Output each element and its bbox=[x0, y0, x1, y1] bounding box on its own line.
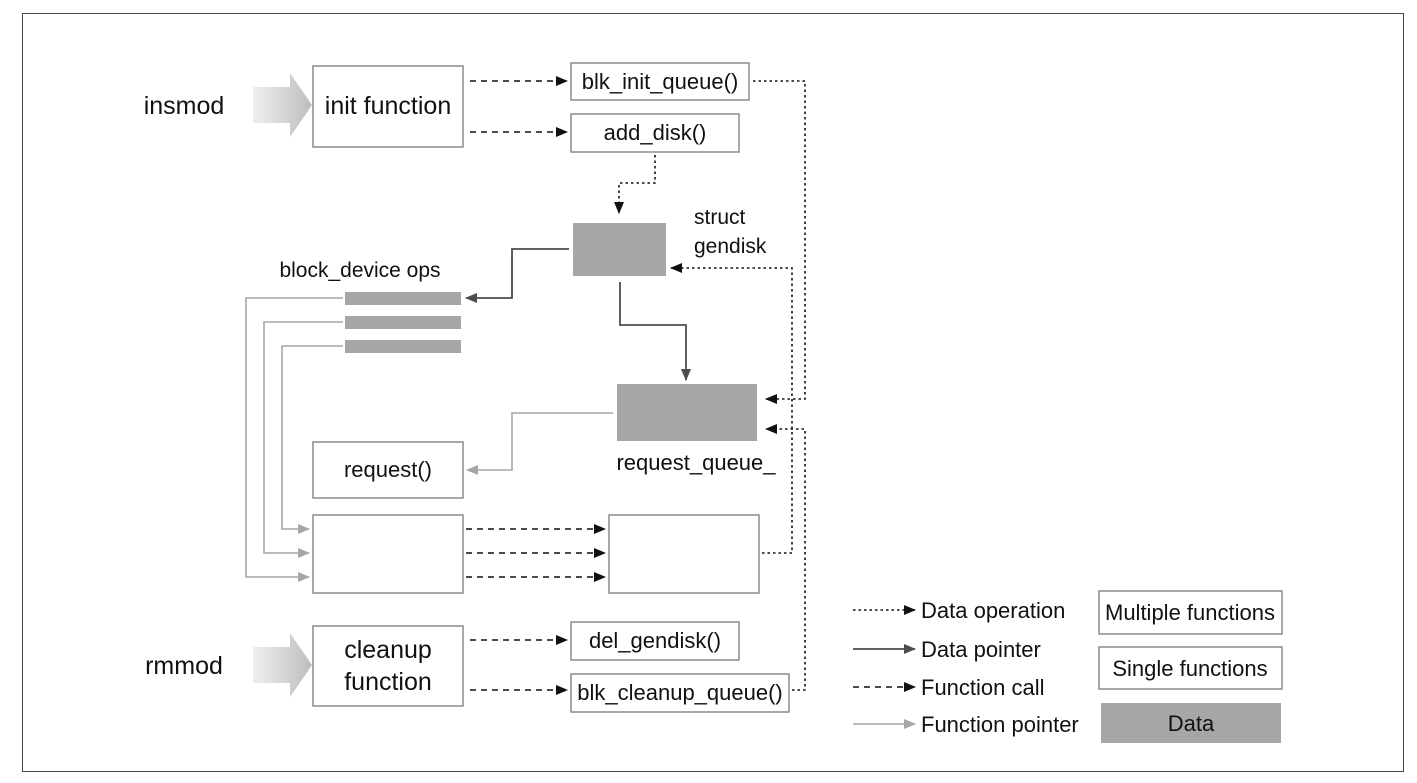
data-operation-arrows bbox=[614, 80, 806, 691]
cleanup-function-box bbox=[312, 625, 464, 707]
del-gendisk-label: del_gendisk() bbox=[589, 628, 721, 653]
block-device-ops-label: block_device ops bbox=[279, 259, 440, 282]
request-queue-label: request_queue_ bbox=[616, 450, 776, 475]
init-function-box bbox=[312, 65, 464, 148]
add-disk-label: add_disk() bbox=[604, 120, 707, 145]
legend-data-pointer-label: Data pointer bbox=[921, 637, 1041, 662]
blk-cleanup-queue-box bbox=[570, 673, 790, 713]
function-pointer-arrows bbox=[245, 297, 613, 582]
legend-data-box bbox=[1101, 703, 1281, 743]
ops-bar-1 bbox=[345, 292, 461, 305]
insmod-arrow bbox=[253, 73, 312, 137]
legend-single-functions-box bbox=[1098, 646, 1283, 690]
ops-bar-2 bbox=[345, 316, 461, 329]
blk-init-queue-label: blk_init_queue() bbox=[582, 69, 739, 94]
request-queue-data-block bbox=[617, 384, 757, 441]
cleanup-function-label-line2: function bbox=[344, 668, 432, 696]
ops-functions-box bbox=[312, 514, 464, 594]
legend-single-functions-label: Single functions bbox=[1112, 656, 1267, 681]
add-disk-box bbox=[570, 113, 740, 153]
request-label: request() bbox=[344, 457, 432, 482]
init-function-label: init function bbox=[325, 92, 451, 120]
blk-cleanup-queue-label: blk_cleanup_queue() bbox=[577, 680, 783, 705]
struct-gendisk-label-line1: struct bbox=[694, 206, 746, 229]
legend-multiple-functions-label: Multiple functions bbox=[1105, 600, 1275, 625]
data-pointer-arrows bbox=[465, 248, 691, 381]
legend: Data operation Data pointer Function cal… bbox=[853, 590, 1283, 743]
blk-init-queue-box bbox=[570, 62, 750, 101]
cleanup-function-label-line1: cleanup bbox=[344, 636, 432, 664]
legend-data-label: Data bbox=[1168, 711, 1215, 736]
function-call-arrows bbox=[466, 76, 606, 695]
gendisk-data-block bbox=[573, 223, 666, 276]
ops-target-box bbox=[608, 514, 760, 594]
ops-bar-3 bbox=[345, 340, 461, 353]
legend-multiple-functions-box bbox=[1098, 590, 1283, 635]
rmmod-arrow bbox=[253, 633, 312, 697]
legend-function-call-label: Function call bbox=[921, 675, 1045, 700]
struct-gendisk-label-line2: gendisk bbox=[694, 235, 767, 258]
rmmod-label: rmmod bbox=[145, 652, 223, 680]
insmod-label: insmod bbox=[144, 92, 225, 120]
diagram-frame bbox=[22, 13, 1404, 772]
del-gendisk-box bbox=[570, 621, 740, 661]
legend-function-pointer-label: Function pointer bbox=[921, 712, 1079, 737]
request-box bbox=[312, 441, 464, 499]
legend-data-operation-label: Data operation bbox=[921, 598, 1065, 623]
